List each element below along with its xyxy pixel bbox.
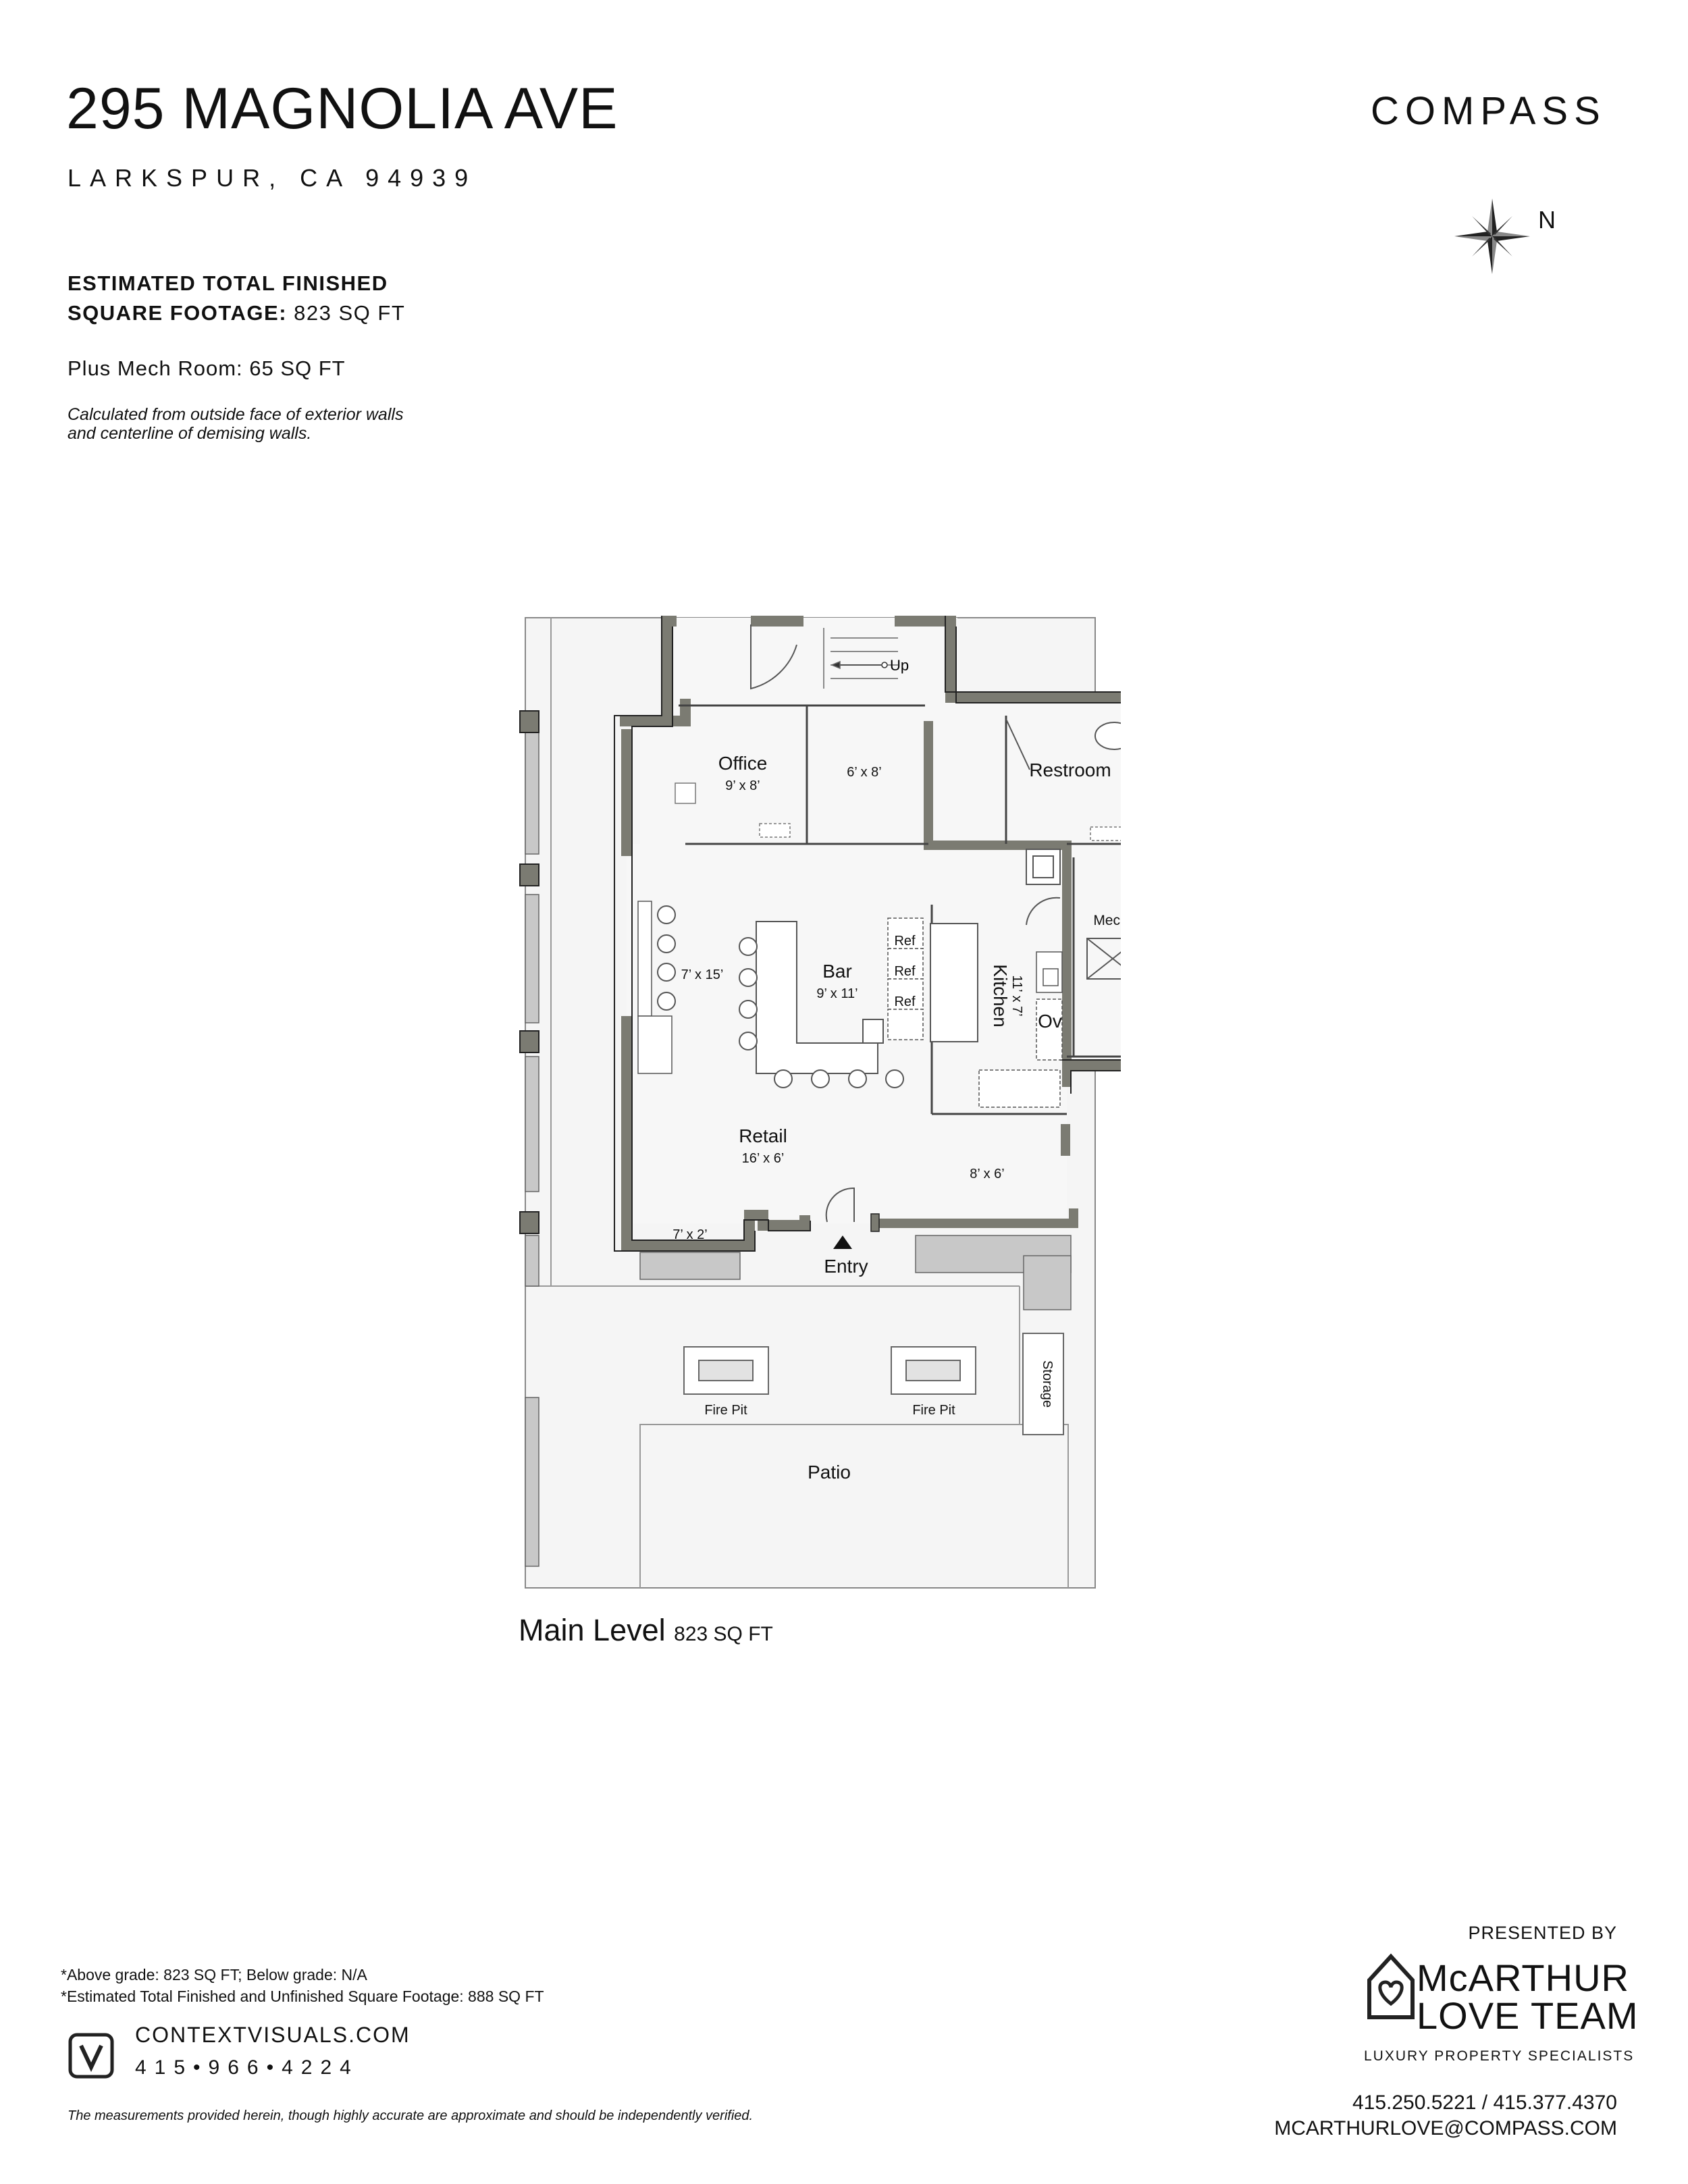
room-label-restroom: Restroom xyxy=(1029,760,1111,780)
calc-note-line1: Calculated from outside face of exterior… xyxy=(68,405,404,424)
compass-logo: COMPASS xyxy=(1371,89,1606,133)
ref-units xyxy=(887,917,924,1040)
measurement-disclaimer: The measurements provided herein, though… xyxy=(68,2108,754,2123)
calc-note-line2: and centerline of demising walls. xyxy=(68,424,312,443)
pillars xyxy=(519,710,539,1234)
team-phones[interactable]: 415.250.5221 / 415.377.4370 xyxy=(1352,2092,1617,2114)
team-name-line1: McARTHUR xyxy=(1417,1956,1629,1999)
fire-pit-label-2: Fire Pit xyxy=(912,1403,955,1418)
wall-outline xyxy=(614,616,1121,1252)
entry-arrow-icon xyxy=(833,1235,852,1249)
house-heart-logo-icon xyxy=(1367,1953,1415,2019)
building-floor xyxy=(627,618,1121,1223)
door-swings xyxy=(750,624,1061,1223)
sqft-label-line1: ESTIMATED TOTAL FINISHED xyxy=(68,271,388,295)
team-tagline: LUXURY PROPERTY SPECIALISTS xyxy=(1364,2048,1635,2064)
kitchen-island xyxy=(930,923,978,1042)
room-label-bar: Bar xyxy=(822,961,852,982)
sqft-label-line2: SQUARE FOOTAGE: xyxy=(68,301,288,325)
room-dim-nook: 7’ x 2’ xyxy=(672,1227,708,1242)
wall-counters xyxy=(637,901,672,1074)
room-label-oven: Ov xyxy=(1038,1011,1062,1032)
context-visuals-url[interactable]: CONTEXTVISUALS.COM xyxy=(135,2023,411,2047)
context-visuals-logo-icon xyxy=(68,2033,114,2079)
level-caption: Main Level 823 SQ FT xyxy=(519,1615,773,1645)
room-label-storage: Storage xyxy=(1040,1360,1055,1408)
landscaping-strip xyxy=(525,732,1072,1567)
north-label: N xyxy=(1538,206,1556,234)
room-dim-seating: 7’ x 15’ xyxy=(681,967,724,982)
room-dim-bar: 9’ x 11’ xyxy=(816,986,858,1001)
room-dim-closet: 6’ x 8’ xyxy=(847,765,882,780)
room-label-office: Office xyxy=(718,753,768,774)
room-label-patio: Patio xyxy=(808,1462,851,1483)
fire-pit-1 xyxy=(683,1346,769,1395)
floor-plan: Up xyxy=(519,616,1121,1589)
presented-by-label: PRESENTED BY xyxy=(1468,1923,1617,1943)
team-name-line2: LOVE TEAM xyxy=(1417,1994,1639,2037)
stairs xyxy=(823,628,898,689)
room-dim-kitchen: 11’ x 7’ xyxy=(1009,975,1024,1016)
mech-unit xyxy=(1086,938,1121,980)
property-city: LARKSPUR, CA 94939 xyxy=(68,164,477,192)
office-furniture xyxy=(675,782,1121,841)
room-label-mech: Mech xyxy=(1093,913,1121,928)
level-name: Main Level xyxy=(519,1613,666,1647)
storage-box xyxy=(1022,1333,1064,1435)
ref-label-2: Ref xyxy=(894,964,916,979)
calculation-note: Calculated from outside face of exterior… xyxy=(68,405,403,443)
mech-room-note: Plus Mech Room: 65 SQ FT xyxy=(68,356,346,380)
ref-label-3: Ref xyxy=(894,994,916,1009)
property-address: 295 MAGNOLIA AVE xyxy=(66,76,618,141)
bar-stools xyxy=(657,905,904,1088)
sqft-value: 823 SQ FT xyxy=(294,301,406,325)
entry-label: Entry xyxy=(824,1256,868,1277)
ref-label-1: Ref xyxy=(894,934,916,949)
level-sqft: 823 SQ FT xyxy=(674,1623,773,1645)
compass-rose-icon xyxy=(1454,198,1530,274)
stairs-up-label: Up xyxy=(890,657,909,674)
fire-pit-2 xyxy=(891,1346,976,1395)
fire-pit-label-1: Fire Pit xyxy=(704,1403,747,1418)
restroom-sink xyxy=(1026,849,1061,885)
kitchen-appliances xyxy=(978,951,1063,1108)
bar-sink xyxy=(862,1019,884,1044)
context-visuals-phone: 415•966•4224 xyxy=(135,2056,359,2079)
room-label-kitchen: Kitchen xyxy=(990,964,1011,1027)
team-email[interactable]: MCARTHURLOVE@COMPASS.COM xyxy=(1274,2117,1617,2139)
sqft-summary: ESTIMATED TOTAL FINISHED SQUARE FOOTAGE:… xyxy=(68,269,405,328)
entry-door-frame xyxy=(870,1213,880,1232)
room-dim-office: 9’ x 8’ xyxy=(725,778,760,793)
above-grade-note: *Above grade: 823 SQ FT; Below grade: N/… xyxy=(61,1966,367,1983)
room-dim-retail: 16’ x 6’ xyxy=(742,1151,785,1166)
restroom-fixtures xyxy=(1094,722,1121,750)
total-estimate-note: *Estimated Total Finished and Unfinished… xyxy=(61,1988,544,2005)
walls xyxy=(620,616,1121,1251)
room-dim-side: 8’ x 6’ xyxy=(970,1167,1005,1181)
room-label-retail: Retail xyxy=(739,1125,787,1146)
